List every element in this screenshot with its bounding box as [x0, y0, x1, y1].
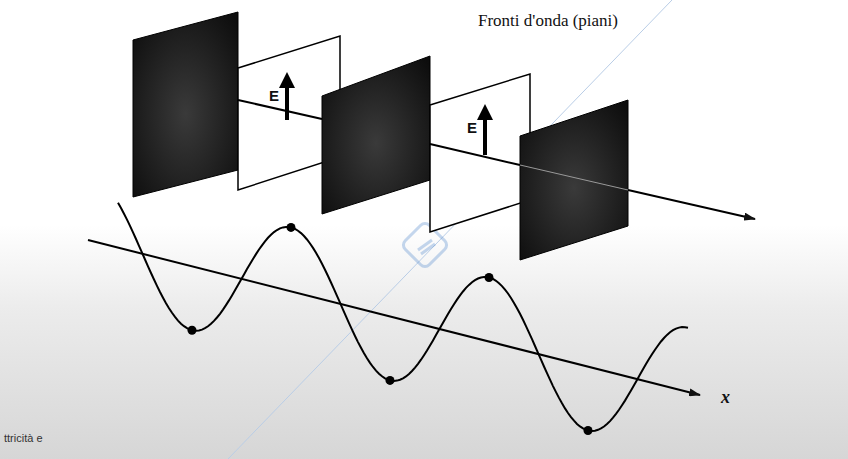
propagation-axis	[520, 165, 628, 190]
extremum-dot	[188, 326, 197, 335]
extremum-dot	[485, 273, 494, 282]
wavefront-plane	[322, 56, 430, 214]
propagation-axis	[238, 100, 322, 119]
x-axis	[88, 240, 700, 395]
field-vector	[285, 84, 289, 120]
propagation-axis	[430, 144, 520, 165]
field-plane	[430, 74, 530, 232]
sine-wave	[118, 203, 688, 431]
extremum-dot	[386, 376, 395, 385]
diagram-title: Fronti d'onda (piani)	[478, 12, 618, 29]
propagation-axis	[628, 190, 755, 219]
extremum-dot	[287, 223, 296, 232]
wavefront-plane	[133, 12, 238, 197]
background-shade	[0, 225, 848, 459]
extremum-dot	[584, 426, 593, 435]
watermark-line	[228, 0, 672, 459]
field-vector	[483, 116, 487, 155]
cut-footer-text: ttricità e	[4, 433, 43, 444]
field-vector-head	[477, 104, 493, 120]
wavefront-plane	[520, 100, 628, 260]
field-vector-head	[279, 72, 295, 88]
axis-label: x	[721, 388, 730, 406]
field-label: E	[269, 88, 279, 103]
wave-extrema	[188, 223, 593, 435]
field-label: E	[467, 120, 477, 135]
